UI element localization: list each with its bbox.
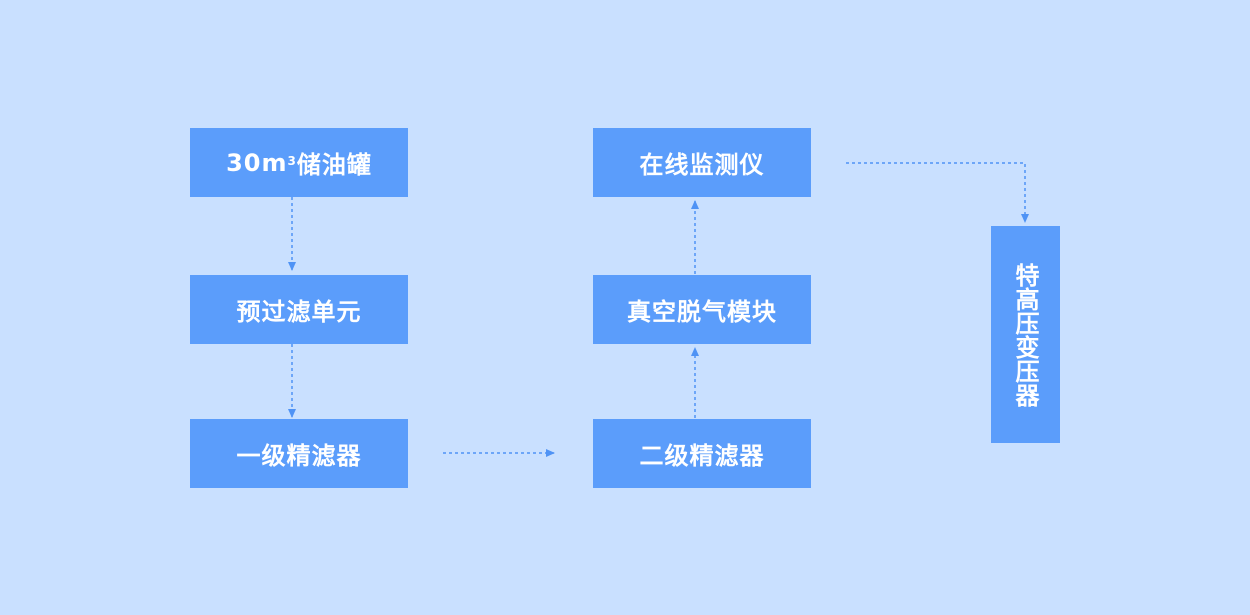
node-fine-filter-1: 一级精滤器 <box>190 419 408 488</box>
node-fine-filter-2: 二级精滤器 <box>593 419 811 488</box>
node-prefilter: 预过滤单元 <box>190 275 408 344</box>
node-vacuum-degas-label: 真空脱气模块 <box>627 298 777 326</box>
arrow-online-monitor-to-transformer <box>846 162 1029 223</box>
node-vacuum-degas: 真空脱气模块 <box>593 275 811 344</box>
node-oil-tank-superscript: 3 <box>287 153 297 168</box>
node-fine-filter-2-label: 二级精滤器 <box>639 442 765 470</box>
node-oil-tank-prefix: 30m <box>226 148 288 177</box>
node-oil-tank-suffix: 储油罐 <box>296 151 372 179</box>
node-transformer: 特高压变压器 <box>991 226 1060 443</box>
node-online-monitor: 在线监测仪 <box>593 128 811 197</box>
node-online-monitor-label: 在线监测仪 <box>639 151 765 179</box>
node-fine-filter-1-label: 一级精滤器 <box>236 442 362 470</box>
node-transformer-label: 特高压变压器 <box>1011 262 1039 407</box>
node-prefilter-label: 预过滤单元 <box>236 298 362 326</box>
